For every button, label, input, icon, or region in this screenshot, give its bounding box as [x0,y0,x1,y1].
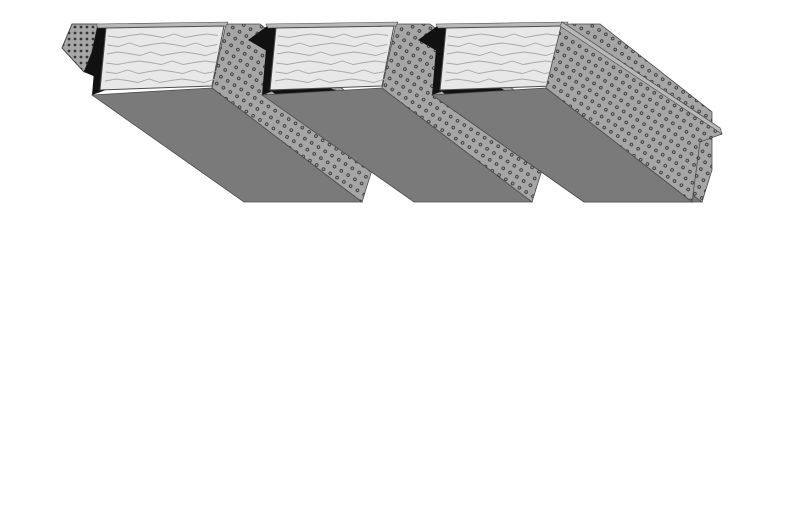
module-insulation-pad [439,25,565,91]
end-front-face [430,87,694,203]
insulation-texture-line [446,60,557,65]
insulation-texture-line [447,33,559,38]
module-top-rail [265,21,399,29]
module-insulation-pad [99,25,225,91]
insulation-texture-line [106,51,217,56]
insulation-texture-line [107,42,218,47]
insulation-texture-line [105,69,216,74]
insulation-texture-line [447,42,558,47]
insulation-texture-line [446,51,557,56]
insulation-texture-line [445,69,556,74]
end-perforation-holes [546,22,722,202]
insulation-texture-line [444,78,556,83]
insulation-texture-line [276,60,387,65]
insulation-texture-line [275,69,386,74]
module-top-rail [95,21,229,29]
end-lip-edge [559,21,723,135]
insulation-texture-line [274,78,386,83]
insulation-texture-line [276,51,387,56]
insulation-texture-line [107,33,219,38]
insulation-texture-line [277,33,389,38]
module-insulation-pad [269,25,395,91]
end-lip [430,21,723,203]
insulation-texture-line [106,60,217,65]
end-cap-holes [62,24,98,72]
insulation-texture-line [277,42,388,47]
insulation-texture-line [104,78,216,83]
